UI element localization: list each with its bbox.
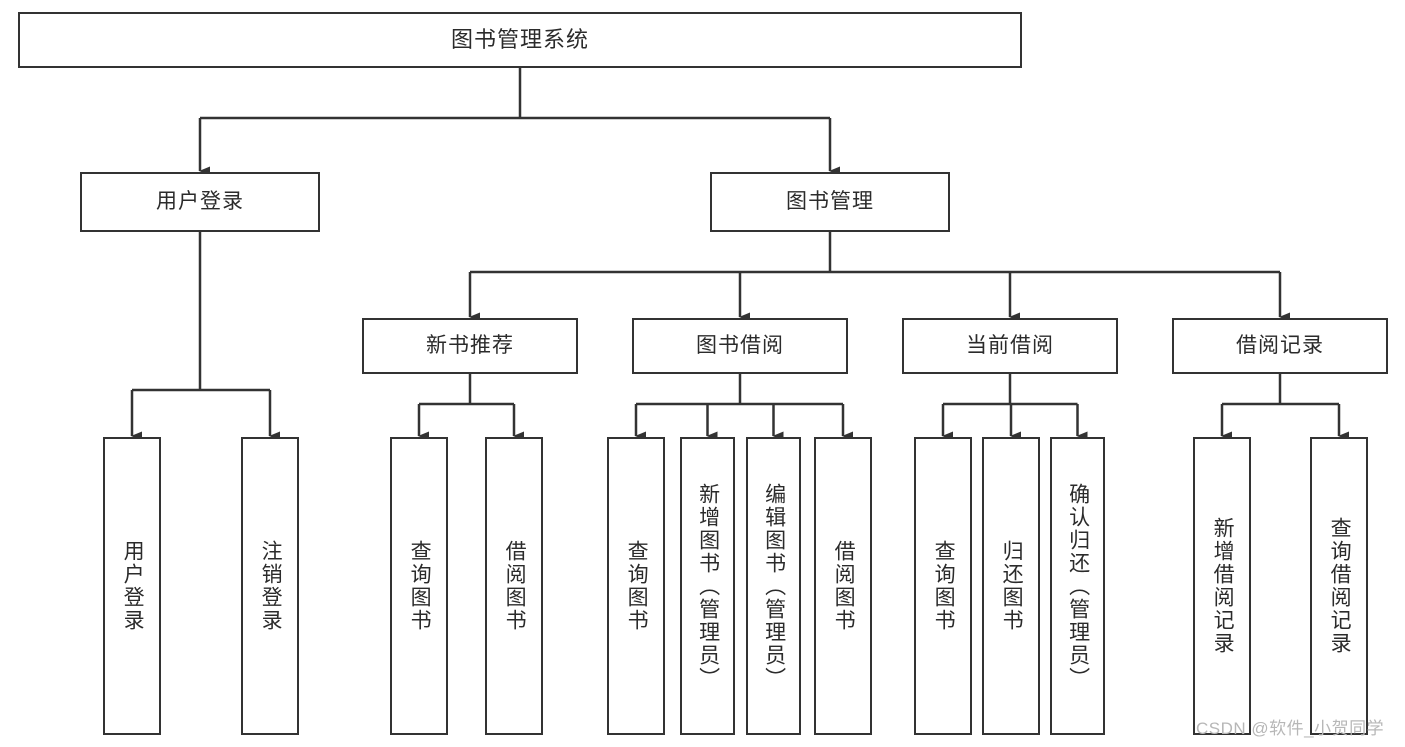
node-leaf-query-book-1[interactable]: 查询图书 [390, 437, 448, 735]
edge-paths [130, 68, 1349, 441]
node-book-manage[interactable]: 图书管理 [710, 172, 950, 232]
node-leaf-query-record[interactable]: 查询借阅记录 [1310, 437, 1368, 735]
node-leaf-add-record[interactable]: 新增借阅记录 [1193, 437, 1251, 735]
node-new-book-rec[interactable]: 新书推荐 [362, 318, 578, 374]
node-leaf-query-book-2[interactable]: 查询图书 [607, 437, 665, 735]
node-label: 查询图书 [408, 540, 432, 632]
node-label: 查询图书 [932, 540, 956, 632]
node-root[interactable]: 图书管理系统 [18, 12, 1022, 68]
node-book-borrow[interactable]: 图书借阅 [632, 318, 848, 374]
node-leaf-user-login[interactable]: 用户登录 [103, 437, 161, 735]
node-label: 新书推荐 [426, 334, 514, 358]
node-current-borrow[interactable]: 当前借阅 [902, 318, 1118, 374]
node-leaf-return-book[interactable]: 归还图书 [982, 437, 1040, 735]
node-label: 图书借阅 [696, 334, 784, 358]
node-user-login[interactable]: 用户登录 [80, 172, 320, 232]
node-leaf-query-book-3[interactable]: 查询图书 [914, 437, 972, 735]
node-label: 确认归还（管理员） [1066, 482, 1090, 690]
node-leaf-edit-book[interactable]: 编辑图书（管理员） [746, 437, 801, 735]
node-label: 当前借阅 [966, 334, 1054, 358]
node-leaf-logout[interactable]: 注销登录 [241, 437, 299, 735]
node-label: 注销登录 [259, 540, 283, 632]
watermark-text: CSDN @软件_小贺同学 [1196, 719, 1385, 738]
node-label: 图书管理系统 [450, 26, 589, 52]
node-label: 新增借阅记录 [1211, 517, 1235, 655]
node-label: 查询借阅记录 [1328, 517, 1352, 655]
node-leaf-borrow-book-2[interactable]: 借阅图书 [814, 437, 872, 735]
node-leaf-add-book[interactable]: 新增图书（管理员） [680, 437, 735, 735]
node-label: 查询图书 [625, 540, 649, 632]
node-label: 用户登录 [121, 540, 145, 632]
node-leaf-borrow-book-1[interactable]: 借阅图书 [485, 437, 543, 735]
node-label: 归还图书 [1000, 540, 1024, 632]
node-label: 用户登录 [156, 190, 244, 214]
node-leaf-confirm-return[interactable]: 确认归还（管理员） [1050, 437, 1105, 735]
node-label: 借阅图书 [503, 540, 527, 632]
node-label: 编辑图书（管理员） [762, 482, 786, 690]
node-label: 图书管理 [786, 190, 874, 214]
node-label: 借阅记录 [1236, 334, 1324, 358]
node-borrow-record[interactable]: 借阅记录 [1172, 318, 1388, 374]
node-label: 新增图书（管理员） [696, 482, 720, 690]
node-label: 借阅图书 [832, 540, 856, 632]
